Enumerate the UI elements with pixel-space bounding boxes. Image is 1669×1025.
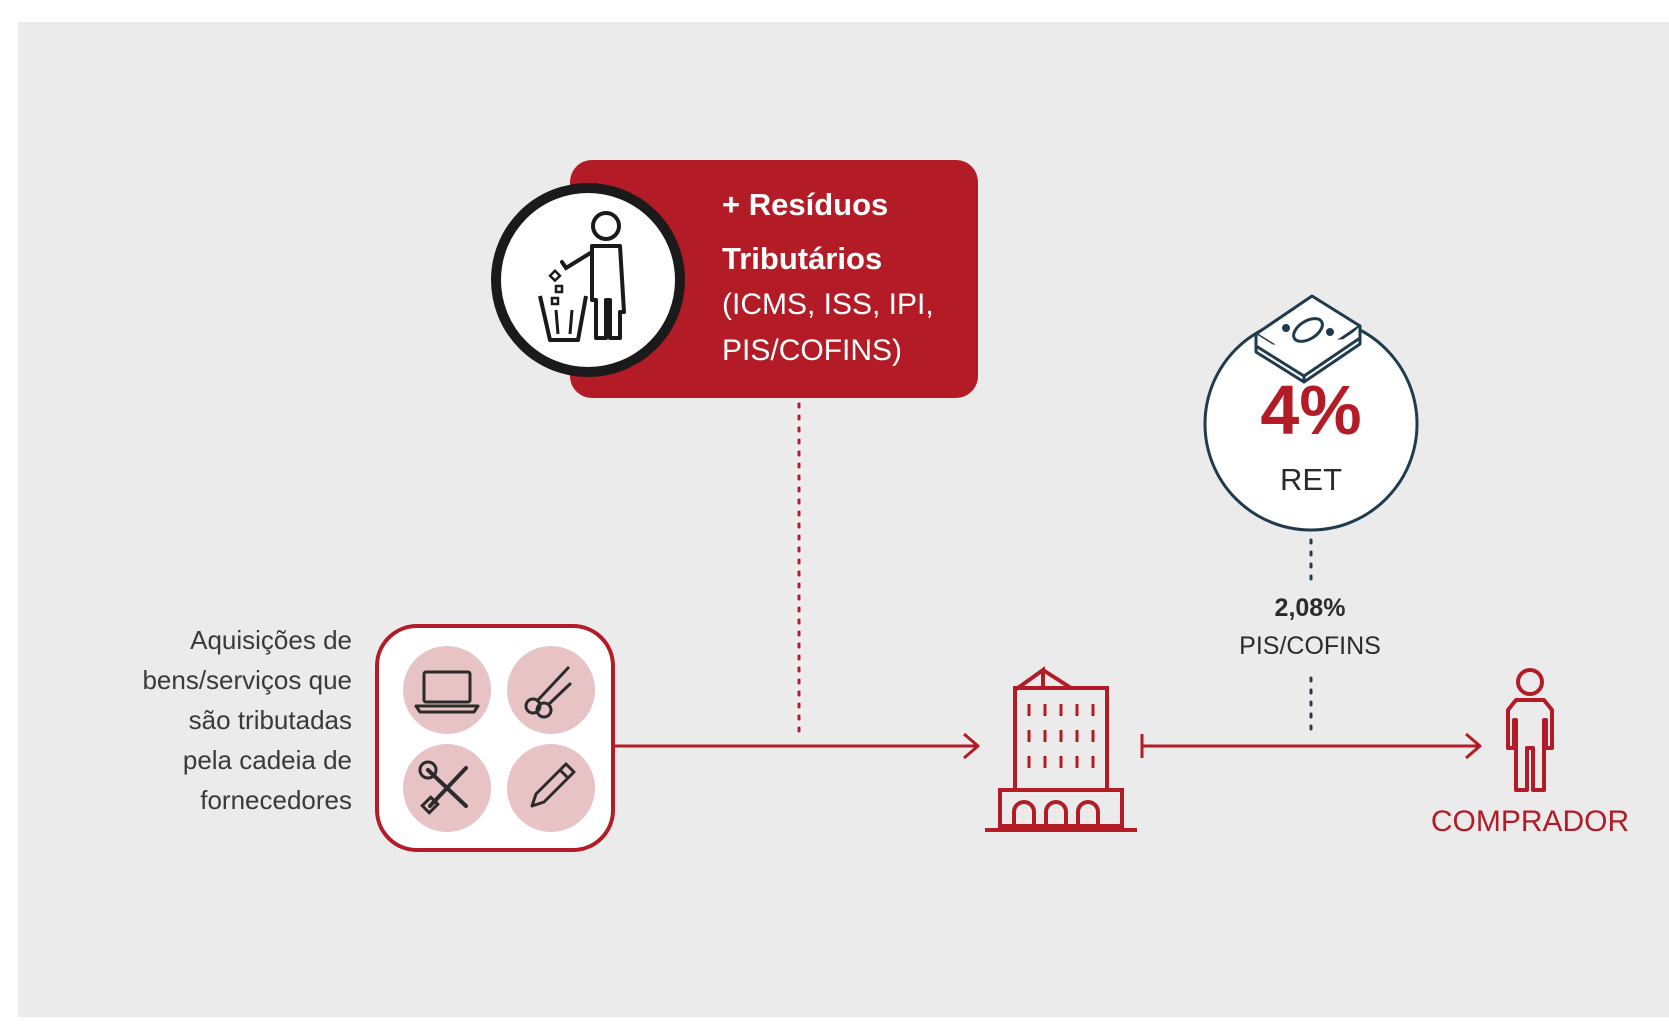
person-icon: [1506, 668, 1554, 792]
scissors-icon: [524, 666, 572, 719]
pencil-icon: [530, 762, 576, 808]
residuos-subtitle-line2: PIS/COFINS): [722, 334, 903, 367]
acquisitions-box: [375, 624, 615, 852]
residuos-title-line2: Tributários: [722, 241, 883, 276]
residuos-subtitle-line1: (ICMS, ISS, IPI,: [722, 288, 934, 321]
residuos-title-line1: + Resíduos: [722, 187, 889, 222]
arrow-to-buyer: [1140, 732, 1482, 760]
acquisitions-label: Aquisições de bens/serviços que são trib…: [142, 625, 352, 815]
wrench-screwdriver-icon: [418, 760, 468, 815]
building-icon: [985, 666, 1137, 832]
laptop-icon: [414, 670, 480, 714]
ret-label: RET: [1280, 462, 1342, 497]
person-throwing-trash-icon: [491, 183, 685, 377]
ret-percent: 4%: [1260, 371, 1362, 449]
residuos-subtitle: (ICMS, ISS, IPI, PIS/COFINS): [722, 282, 972, 374]
residuos-title: + Resíduos Tributários: [722, 178, 972, 286]
pis-cofins-percent: 2,08%: [1274, 594, 1346, 622]
pis-cofins-label: PIS/COFINS: [1239, 632, 1381, 660]
money-stack-icon: [1254, 294, 1362, 384]
arrow-to-company: [613, 732, 980, 760]
comprador-label: COMPRADOR: [1430, 805, 1630, 838]
